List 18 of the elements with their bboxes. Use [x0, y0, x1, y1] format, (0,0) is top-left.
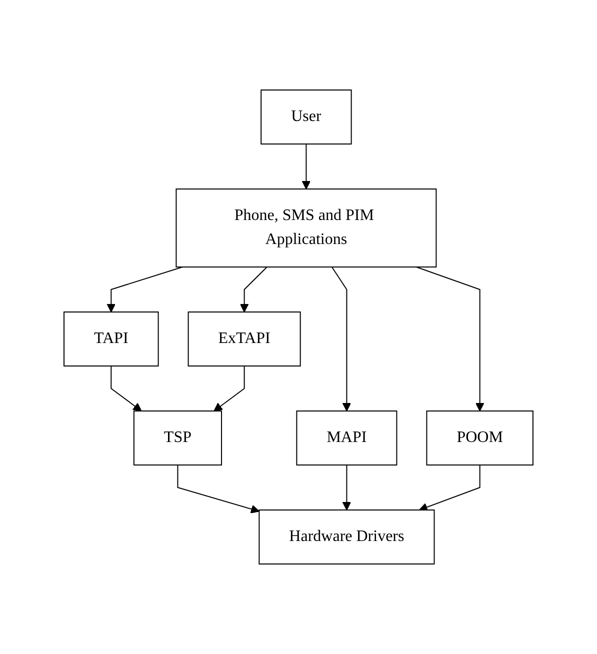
arrow	[106, 266, 184, 312]
arrow	[177, 464, 260, 514]
arrow	[418, 464, 480, 512]
arrow	[110, 366, 142, 412]
node-box: Phone, SMS and PIM Applications	[176, 188, 437, 268]
arrow	[214, 366, 245, 412]
node-box: POOM	[426, 410, 534, 466]
node-box: TAPI	[64, 312, 159, 366]
arrow	[342, 464, 352, 510]
arrow	[302, 144, 311, 190]
arrow	[416, 266, 484, 412]
node-box: MAPI	[296, 410, 398, 466]
arrow	[240, 266, 268, 312]
node-box: User	[260, 90, 352, 144]
node-box: ExTAPI	[188, 312, 301, 366]
arrow	[331, 266, 352, 412]
node-box: TSP	[133, 410, 222, 466]
node-box: Hardware Drivers	[258, 509, 435, 564]
